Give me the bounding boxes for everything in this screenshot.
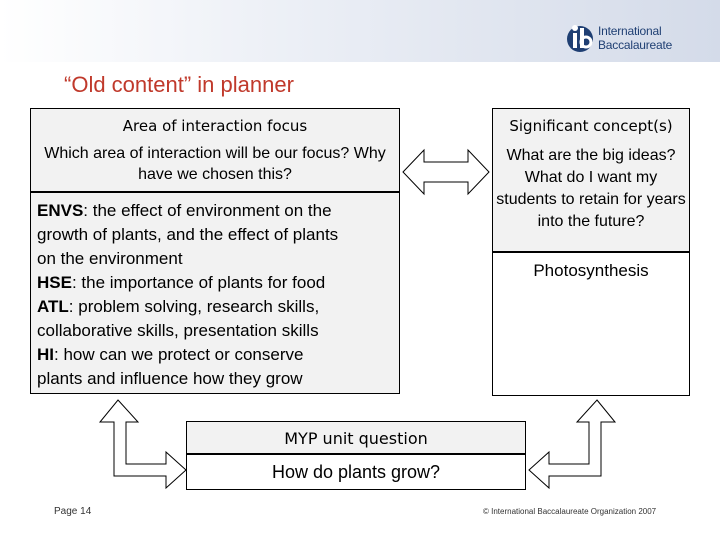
aoi-line: on the environment [37, 247, 393, 271]
page-number: Page 14 [54, 506, 92, 517]
aoi-text: plants and influence how they grow [37, 369, 303, 388]
area-of-interaction-heading: Area of interaction focus [122, 117, 308, 135]
ib-logo-icon [567, 25, 593, 52]
significant-concept-heading: Significant concept(s) [509, 117, 673, 135]
area-of-interaction-header-box: Area of interaction focus Which area of … [30, 108, 400, 192]
ib-logo: International Baccalaureate [565, 20, 685, 60]
significant-concept-header-box: Significant concept(s) What are the big … [492, 108, 690, 252]
aoi-text: growth of plants, and the effect of plan… [37, 225, 339, 244]
aoi-text: : the effect of environment on the [83, 201, 332, 220]
aoi-line: plants and influence how they grow [37, 367, 393, 391]
unit-question-header-box: MYP unit question [186, 421, 526, 454]
aoi-text: : the importance of plants for food [71, 273, 326, 292]
aoi-line: ATL: problem solving, research skills, [37, 295, 393, 319]
significant-concept-value: Photosynthesis [533, 261, 649, 280]
bent-double-arrow-right-icon [528, 399, 617, 490]
significant-concept-content-box: Photosynthesis [492, 252, 690, 396]
aoi-text: : how can we protect or conserve [54, 345, 304, 364]
logo-line-2: Baccalaureate [598, 38, 673, 52]
unit-question-value: How do plants grow? [271, 462, 441, 482]
aoi-line: collaborative skills, presentation skill… [37, 319, 393, 343]
logo-line-1: International [598, 24, 662, 38]
copyright: © International Baccalaureate Organizati… [483, 507, 657, 516]
area-of-interaction-content-box: ENVS: the effect of environment on the g… [30, 192, 400, 394]
header-band [0, 0, 720, 62]
aoi-line: HSE: the importance of plants for food [37, 271, 393, 295]
aoi-label: HSE [37, 273, 72, 292]
aoi-label: ATL [37, 297, 69, 316]
aoi-text: collaborative skills, presentation skill… [37, 321, 319, 340]
unit-question-content-box: How do plants grow? [186, 454, 526, 490]
unit-question-heading: MYP unit question [284, 429, 428, 448]
aoi-text: : problem solving, research skills, [68, 297, 320, 316]
aoi-label: ENVS [37, 201, 84, 220]
slide-title: “Old content” in planner [64, 72, 294, 97]
aoi-label: HI [37, 345, 54, 364]
area-of-interaction-question: Which area of interaction will be our fo… [44, 145, 386, 183]
aoi-line: growth of plants, and the effect of plan… [37, 223, 393, 247]
double-arrow-horizontal-icon [402, 148, 490, 196]
ib-logo-text: International Baccalaureate [598, 24, 672, 52]
aoi-line: HI: how can we protect or conserve [37, 343, 393, 367]
bent-double-arrow-left-icon [98, 399, 187, 490]
aoi-text: on the environment [37, 249, 183, 268]
aoi-line: ENVS: the effect of environment on the [37, 199, 393, 223]
significant-concept-question: What are the big ideas? What do I want m… [496, 147, 686, 230]
